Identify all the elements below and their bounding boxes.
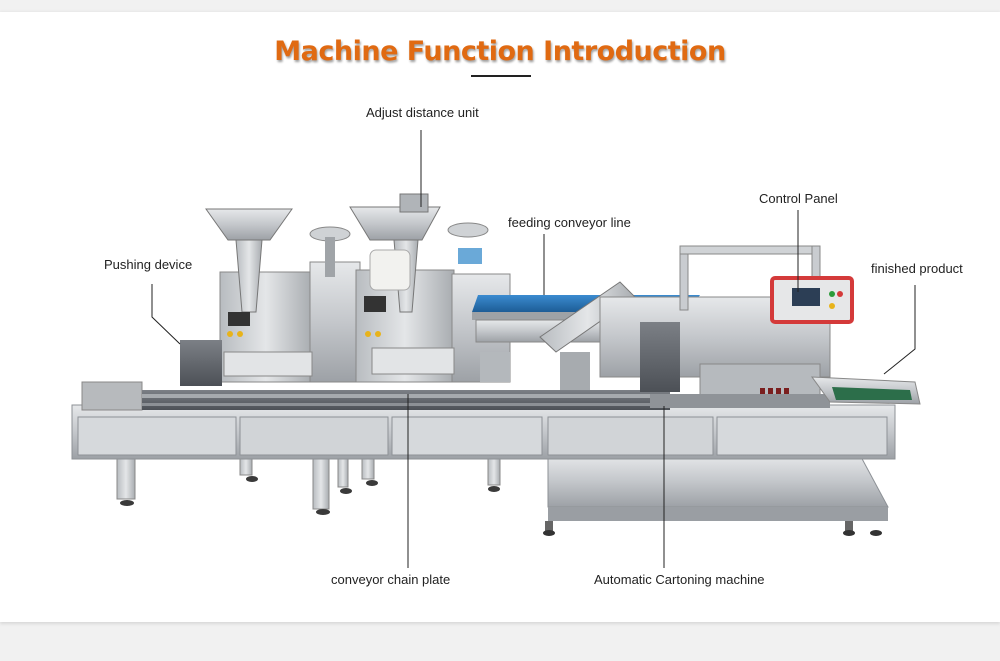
label-pushing-device: Pushing device [104,257,193,272]
finished-product-conveyor [810,376,921,405]
left-filling-station [180,208,361,386]
title-underline [471,75,531,77]
leader-lines [151,130,916,568]
cartoning-machine [599,245,831,408]
right-filling-station [349,193,511,383]
label-conveyor-chain-plate: conveyor chain plate [331,572,451,587]
label-finished-product: finished product [871,261,963,276]
packaging-machine-illustration [71,130,921,568]
label-control-panel: Control Panel [759,191,838,206]
conveyor-chain-plate [142,390,670,410]
illustration-canvas: Machine Function Introduction Adjust dis… [0,12,1000,622]
cartoner-lower-table [543,454,889,536]
control-panel [770,276,854,324]
main-table [71,381,896,460]
page-title: Machine Function Introduction [274,36,726,67]
label-automatic-cartoning-machine: Automatic Cartoning machine [594,572,765,587]
label-feeding-conveyor-line: feeding conveyor line [508,215,631,230]
label-adjust-distance-unit: Adjust distance unit [366,105,479,120]
